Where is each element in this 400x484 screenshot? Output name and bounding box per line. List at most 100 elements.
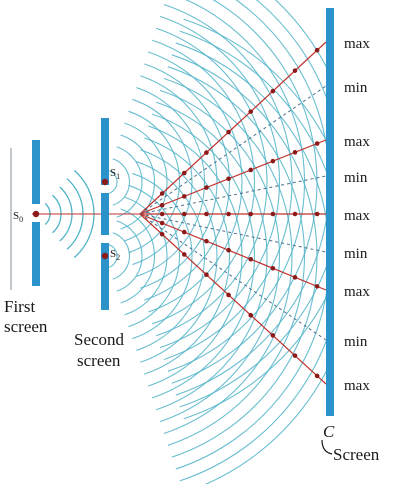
constructive-dot [314, 211, 320, 217]
source-label: S0 [13, 210, 23, 224]
first-screen-lower [32, 222, 40, 286]
constructive-dot [270, 211, 276, 217]
constructive-dot [248, 211, 254, 217]
constructive-dot [292, 68, 298, 73]
constructive-dot [270, 265, 276, 271]
constructive-dot [314, 141, 320, 146]
wavefront-arc [163, 78, 293, 434]
fringe-label-max: max [344, 208, 370, 224]
constructive-dot [181, 211, 187, 217]
slit-2-wavefronts [109, 18, 326, 484]
constructive-dot [159, 191, 165, 196]
wavefront-arc [112, 232, 130, 280]
minimum-ray [139, 85, 327, 215]
wavefront-arc [155, 27, 268, 337]
constructive-dot [270, 333, 276, 338]
constructive-dot [204, 238, 209, 244]
fringe-label-min: min [344, 334, 368, 350]
constructive-dot [292, 211, 298, 217]
wavefront-arc [132, 172, 193, 340]
wavefront-arc [124, 196, 168, 316]
wavefront-arc [140, 75, 218, 289]
constructive-dot [226, 292, 231, 298]
maximum-ray [139, 213, 327, 291]
wavefront-arc [120, 208, 156, 304]
constructive-dot [314, 373, 320, 379]
second-screen-top [101, 118, 109, 185]
wavefront-arc [159, 89, 281, 423]
constructive-dot [292, 150, 298, 155]
constructive-dot [226, 129, 231, 135]
wavefront-arc [124, 122, 168, 242]
constructive-dot [292, 275, 298, 280]
wavefront-arc [109, 244, 118, 268]
fringe-label-max: max [344, 134, 370, 150]
fringe-label-min: min [344, 246, 368, 262]
wavefront-arc [120, 134, 156, 230]
screen-marker-hook [321, 439, 333, 455]
wavefront-arc [151, 113, 255, 399]
maximum-ray [139, 41, 327, 215]
screen-marker-label: C [323, 422, 335, 441]
slit-1-label: S1 [110, 167, 120, 181]
maximum-ray [139, 139, 327, 215]
first-screen-caption-line1: First [4, 297, 35, 316]
wavefront-arc [155, 101, 268, 411]
wavefront-arc [112, 158, 130, 206]
constructive-dot [159, 231, 165, 237]
constructive-dot [204, 150, 209, 155]
wavefront-arc [132, 98, 193, 266]
constructive-dot [226, 247, 231, 253]
fringe-label-min: min [344, 170, 368, 186]
second-screen-bottom [101, 243, 109, 310]
constructive-dot [159, 211, 165, 217]
wavefront-arc [128, 184, 181, 328]
first-screen-caption-line2: screen [4, 317, 48, 336]
first-screen-upper [32, 140, 40, 204]
slit-2-label: S2 [110, 248, 120, 262]
constructive-dot [248, 167, 254, 173]
constructive-dot [270, 88, 276, 94]
wavefront-arc [175, 42, 326, 470]
constructive-dot [204, 272, 209, 278]
constructive-dot [248, 109, 254, 114]
wavefront-arc [116, 220, 143, 292]
constructive-dot [181, 194, 187, 199]
wavefront-arc [171, 54, 318, 458]
constructive-dot [270, 158, 276, 164]
wavefront-arc [183, 0, 326, 420]
constructive-dot [226, 211, 231, 217]
wavefront-arc [167, 66, 305, 446]
constructive-dot [248, 256, 254, 262]
wavefront-arc [159, 15, 281, 349]
fringe-label-max: max [344, 284, 370, 300]
screen-caption: Screen [333, 445, 380, 464]
constructive-dot [181, 229, 187, 235]
wavefront-arc [175, 0, 326, 396]
fringe-label-min: min [344, 80, 368, 96]
intersection-dots [159, 47, 320, 379]
wavefront-arc [136, 161, 206, 351]
wavefront-arc [163, 4, 293, 360]
wavefront-arc [140, 149, 218, 363]
slit-point-s1 [101, 178, 109, 186]
wavefront-arc [144, 63, 231, 301]
constructive-dot [159, 202, 165, 208]
wavefront-arc [183, 18, 326, 484]
wavefront-arc [136, 87, 206, 277]
wavefront-arc [109, 170, 118, 194]
constructive-dot [314, 284, 320, 289]
constructive-dot [314, 47, 320, 53]
minimum-ray [139, 213, 327, 341]
constructive-dot [204, 185, 209, 190]
second-screen-caption-line1: Second [74, 330, 125, 349]
constructive-dot [248, 312, 254, 318]
constructive-dot [292, 353, 298, 358]
minimum-ray [139, 213, 327, 253]
constructive-dot [159, 220, 165, 226]
constructive-dot [181, 170, 187, 176]
slit-point-s2 [101, 252, 109, 260]
